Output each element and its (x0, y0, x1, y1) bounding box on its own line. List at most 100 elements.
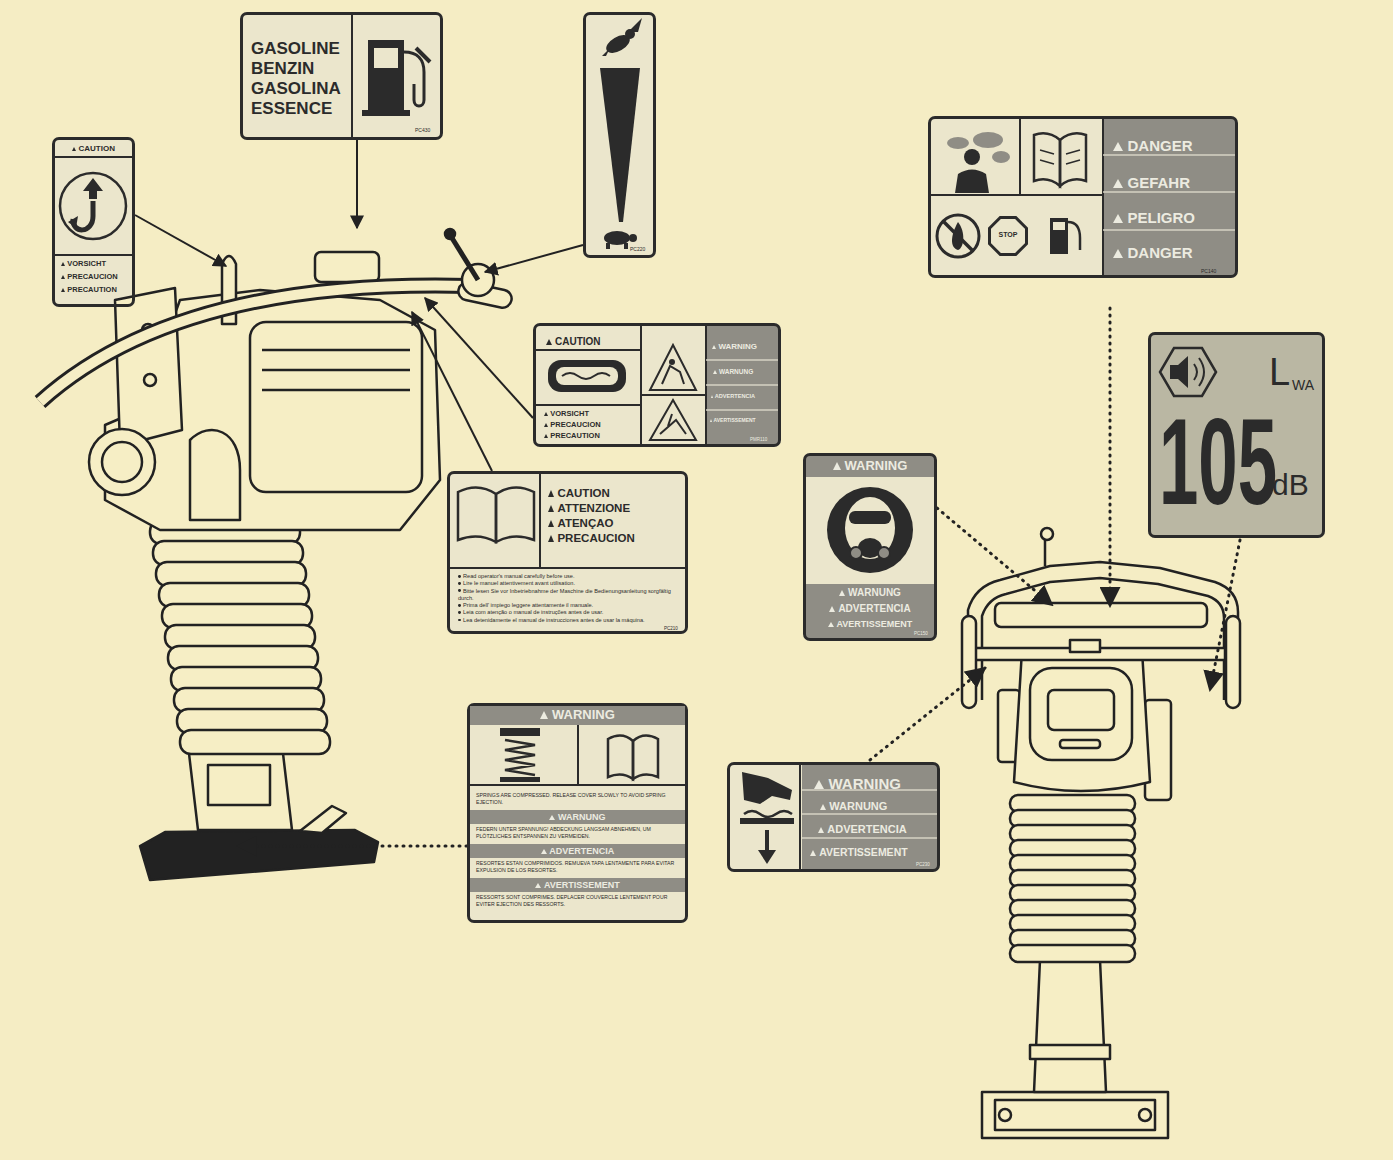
warning-text: FEDERN UNTER SPANNUNG! ABDECKUNG LANGSAM… (476, 826, 680, 840)
decal-divider-part (928, 194, 1103, 196)
lifting-caution-decal: CAUTIONVORSICHTPRECAUCIONPRECAUTION (52, 137, 135, 307)
signal-word: AVERTISSEMENT (710, 418, 756, 424)
manual-symbol-part (458, 487, 496, 542)
signal-word: PRECAUTION (61, 286, 117, 295)
band-divider-part (802, 813, 937, 815)
signal-word: VORSICHT (61, 260, 106, 269)
noise-level-decal: LWA105dB (1148, 332, 1325, 538)
danger-pictograms-part (1034, 133, 1060, 186)
lifting-point-symbol-part (68, 216, 78, 228)
signal-word: AVERTISSEMENT (810, 846, 908, 858)
danger-pictograms-part (1050, 218, 1068, 254)
leader-line-part (412, 312, 492, 471)
dotted-leader-line-part (1210, 540, 1240, 690)
danger-pictograms-part (992, 151, 1010, 163)
leader-line-part (485, 245, 583, 272)
danger-pictograms-part (947, 137, 969, 149)
rammer-side-view-part (188, 745, 292, 830)
danger-pictograms-part (1066, 160, 1080, 164)
fuel-pump-symbol-part (404, 52, 424, 106)
signal-word: GEFAHR (1113, 174, 1190, 191)
warning-text: RESORTES ESTAN COMPRIMIDOS. REMUEVA TAPA… (476, 860, 680, 874)
sound-power-value: 105 (1159, 401, 1277, 523)
warning-band-part (1103, 119, 1235, 275)
band-divider (706, 155, 1235, 838)
signal-word: WARNING (806, 459, 934, 474)
danger-decal: DANGERGEFAHRPELIGRODANGERSTOPPC140 (928, 116, 1238, 278)
leader-line-part (135, 215, 226, 266)
signal-word: PRECAUCION (548, 532, 635, 545)
danger-pictograms-part (1040, 150, 1054, 154)
noise-symbol-part (1199, 358, 1204, 386)
signal-word: WARNING (470, 706, 685, 725)
throttle-decal: PC220 (583, 12, 656, 258)
rammer-side-view-part (250, 322, 422, 492)
rammer-side-view-part (40, 286, 470, 402)
band-divider-part (1103, 229, 1235, 231)
danger-pictograms-part (943, 221, 973, 251)
decal-code: PC230 (916, 862, 930, 867)
signal-word: WARNUNG (713, 368, 753, 375)
rammer-front-view (962, 528, 1240, 1138)
decal-divider-part (52, 254, 135, 256)
instruction-text: Prima dell' impiego leggere attentamente… (458, 602, 680, 609)
throttle-symbol-part (624, 243, 628, 249)
lifting-point-symbol-part (83, 178, 103, 199)
decal-divider (52, 12, 1103, 872)
hot-surface-pictograms-part (650, 400, 696, 440)
signal-word: PRECAUCION (61, 273, 118, 282)
dotted-leader-line-part (1109, 308, 1112, 606)
rammer-side-view-part (144, 374, 156, 386)
rammer-side-view-part (102, 442, 142, 482)
warning-text: SPRINGS ARE COMPRESSED. RELEASE COVER SL… (476, 792, 680, 806)
rammer-front-view-part (1030, 668, 1132, 760)
decal-panel-part (1148, 332, 1325, 538)
rammer-side-view-part (89, 429, 155, 495)
signal-word: DANGER (1113, 244, 1193, 261)
fuel-pump-symbol-part (368, 40, 404, 112)
decal-divider-part (351, 12, 353, 140)
dotted-leader-line-part (238, 845, 467, 848)
decal-panel (52, 12, 1325, 923)
warning-band-part (706, 326, 778, 444)
instruction-text: Read operator's manual carefully before … (458, 573, 680, 580)
hot-surface-pictograms-part (662, 366, 684, 384)
danger-pictograms-part (973, 132, 1003, 148)
respirator-symbol-part (849, 511, 891, 524)
decal-divider-part (641, 394, 706, 396)
danger-pictograms-part (937, 215, 979, 257)
signal-word: ADVERTENCIA (806, 603, 934, 615)
warning-text: RESSORTS SONT COMPRIMES. DEPLACER COUVER… (476, 894, 680, 908)
rammer-front-view-part (968, 562, 1238, 702)
leader-line-part (425, 298, 533, 418)
hot-surface-pictograms-part (562, 373, 610, 379)
danger-pictograms-part (1053, 222, 1065, 230)
spring-symbol (500, 728, 540, 782)
dotted-leader-line (238, 308, 1240, 846)
decal-panel-part (928, 116, 1238, 278)
signal-word: WARNUNG (470, 810, 685, 824)
rammer-front-view-part (995, 1100, 1155, 1130)
signal-word: AVERTISSEMENT (470, 878, 685, 892)
rammer-side-view-part (452, 238, 478, 280)
rammer-side-view-part (262, 369, 410, 372)
hand-hazard-symbol-part (742, 772, 792, 804)
rammer-side-view-part (262, 349, 410, 352)
decal-panel-part (447, 471, 688, 634)
signal-word: DANGER (1113, 137, 1193, 154)
noise-symbol (1160, 348, 1216, 396)
warning-band-part (802, 765, 937, 869)
manual-symbol-part (633, 735, 658, 779)
respirator-symbol-part (845, 497, 895, 559)
decal-panel-part (52, 137, 135, 307)
noise-symbol-part (1160, 348, 1216, 396)
hand-hazard-symbol-part (758, 850, 776, 864)
decal-panel-part (240, 12, 443, 140)
hot-surface-pictograms-part (548, 360, 626, 392)
rammer-front-view-part (1070, 640, 1100, 652)
decal-divider-part (577, 725, 579, 785)
signal-word: WARNUNG (820, 800, 887, 813)
rammer-front-view-part (1226, 616, 1240, 708)
band-divider-part (1103, 154, 1235, 156)
fuel-pump-symbol-part (362, 110, 410, 116)
